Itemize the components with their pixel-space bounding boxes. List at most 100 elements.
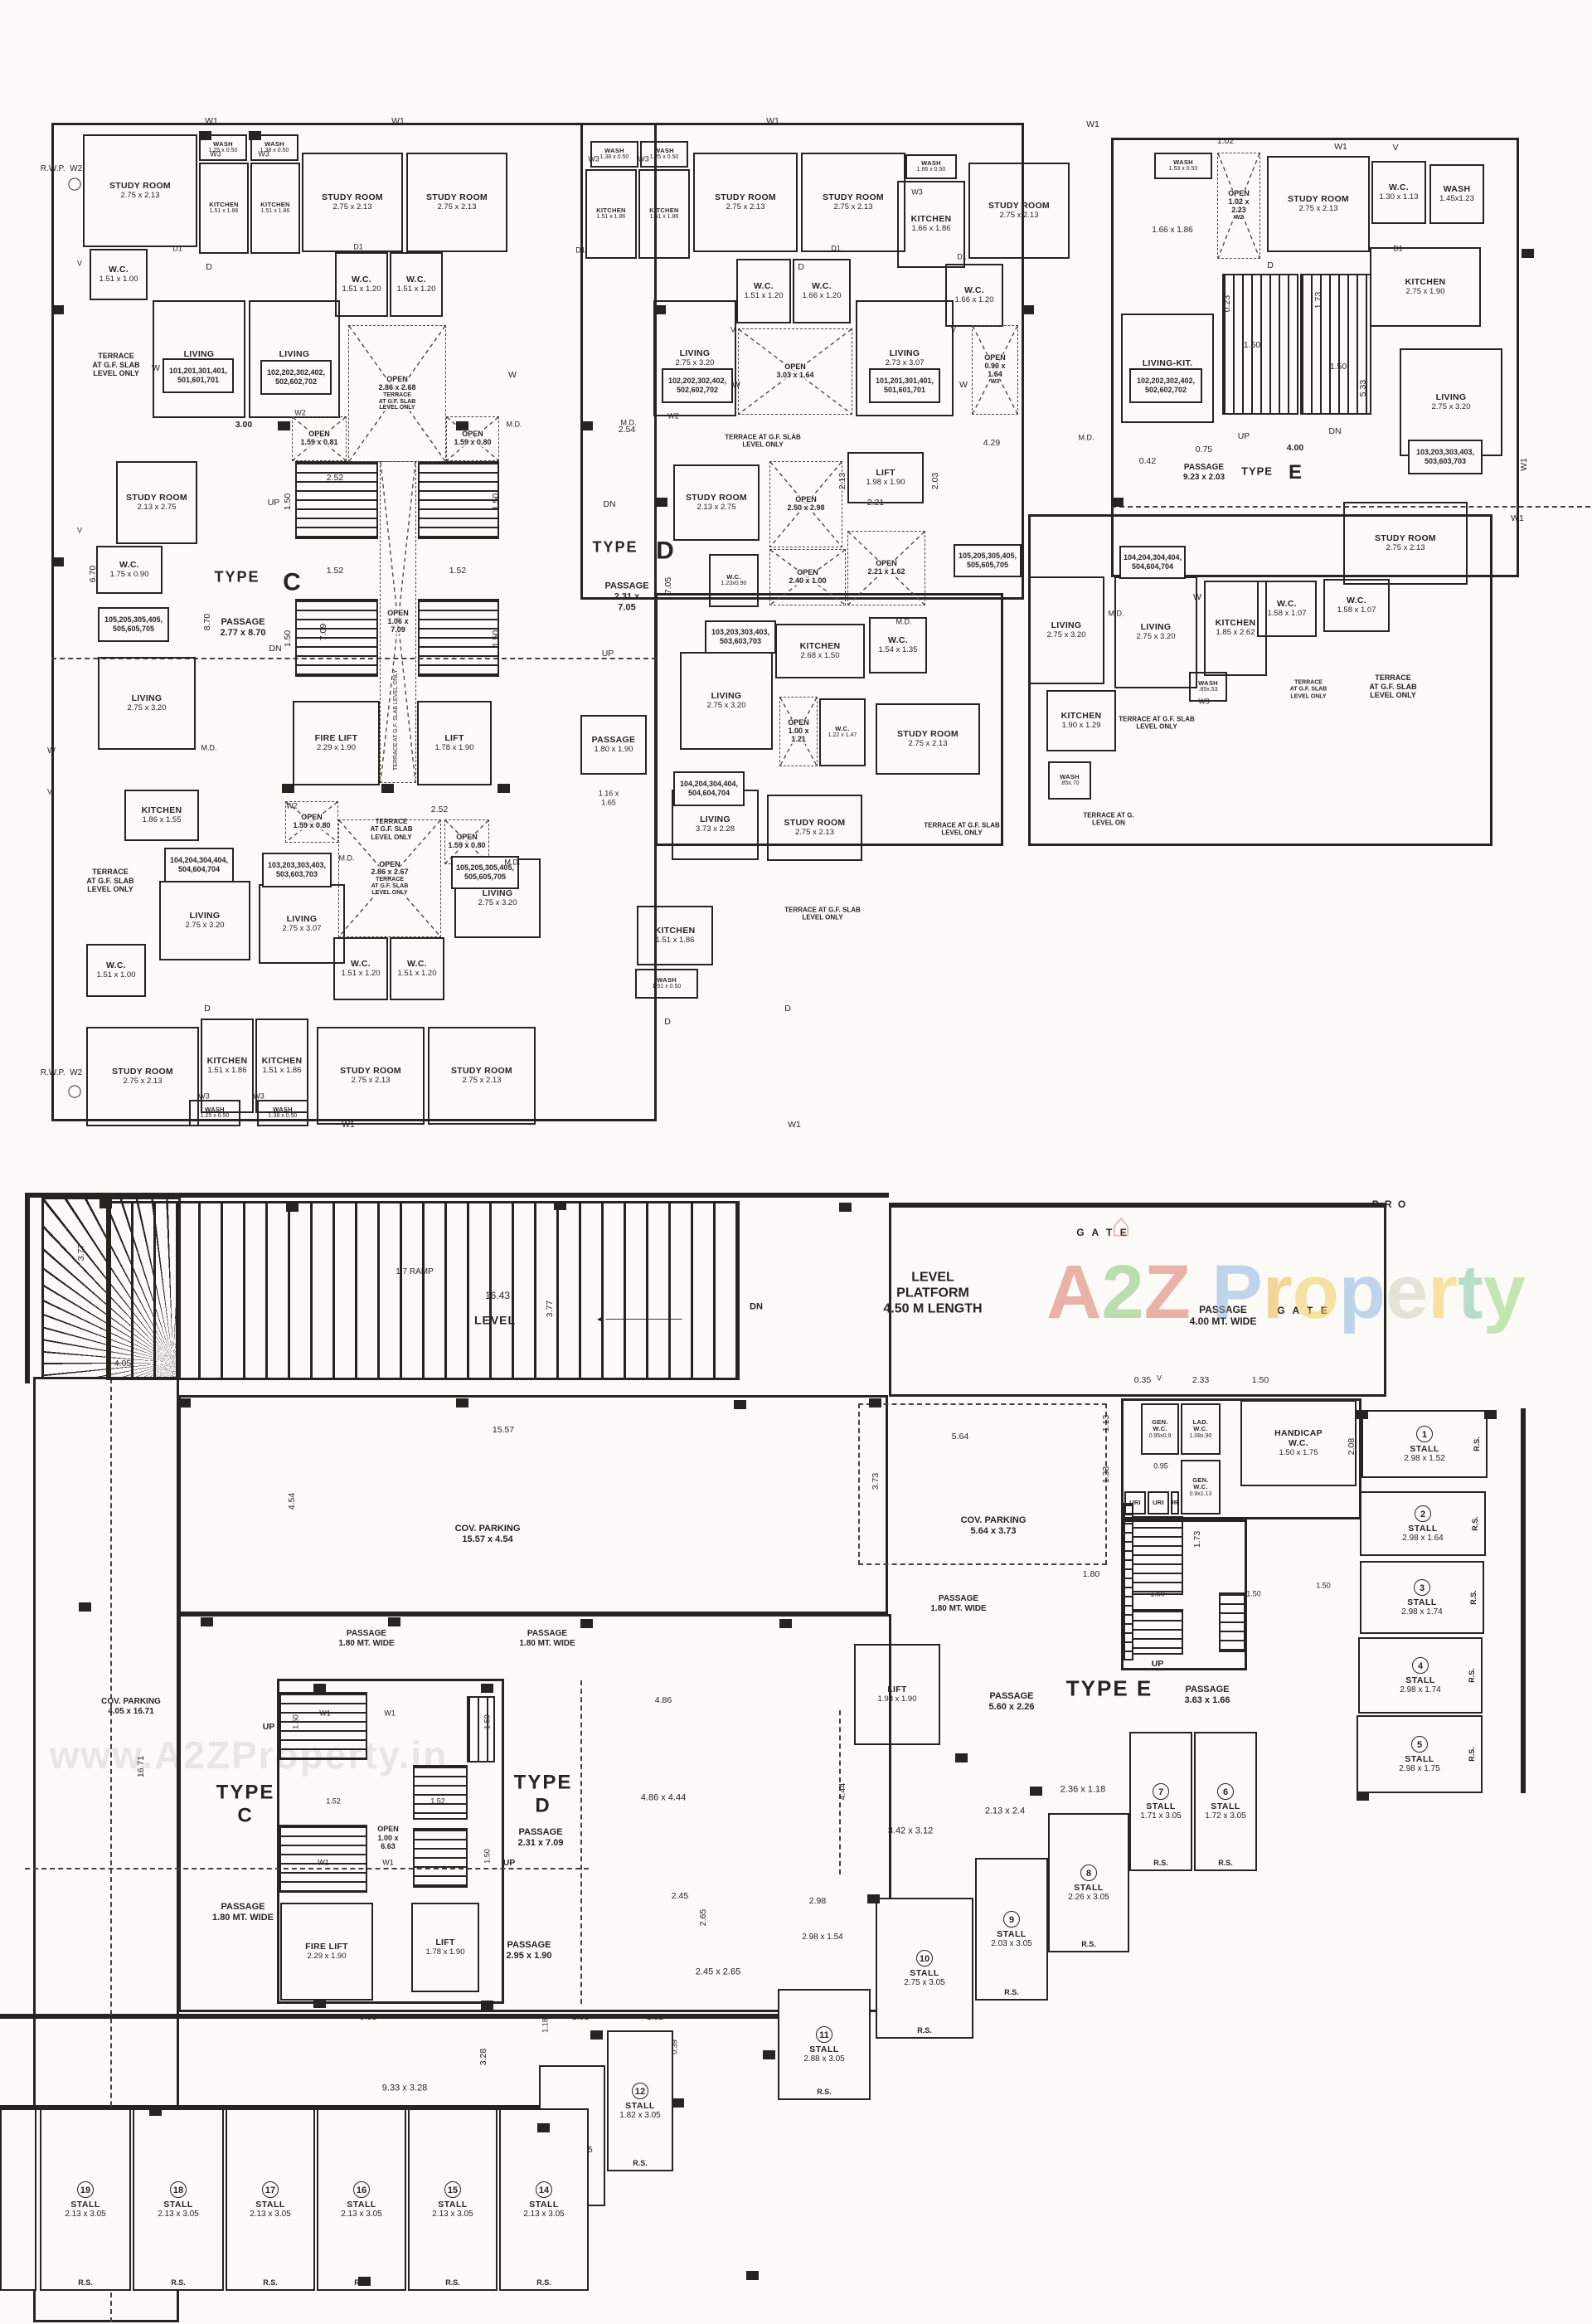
annotation: W3	[638, 154, 649, 163]
stall-number: 6	[1217, 1782, 1234, 1800]
room-name: W.C.	[106, 960, 126, 970]
room-name: STUDY ROOM	[897, 728, 959, 739]
stall-dims: 2.13 x 3.05	[523, 2209, 565, 2219]
stall-number: 11	[816, 2025, 832, 2043]
room-name: GEN. W.C.	[1152, 1417, 1168, 1433]
stall-number: 4	[1412, 1656, 1429, 1674]
annotation: W1	[318, 1858, 329, 1867]
stall-dims: 2.03 x 3.05	[991, 1938, 1032, 1948]
room-dims: 1.51 x 1.20	[342, 284, 381, 294]
lower-wall	[25, 1193, 30, 1383]
annotation: PASSAGE 1.80 MT. WIDE	[519, 1629, 575, 1648]
room-dims: 1.38 x 0.50	[260, 148, 289, 154]
room-dims: 0.9x1.13	[1189, 1490, 1212, 1497]
annotation: W1	[382, 1858, 394, 1867]
room-name: STUDY ROOM	[340, 1065, 401, 1076]
annotation: PASSAGE 3.63 x 1.66	[1184, 1685, 1230, 1705]
watermark-letter: A	[1046, 1250, 1102, 1335]
lower-stairs	[1132, 1516, 1183, 1595]
room-dims: 1.66 x 1.20	[802, 290, 842, 300]
open-line: 2.23	[1231, 206, 1246, 215]
column-blob	[537, 2123, 550, 2132]
room-name: KITCHEN	[206, 1055, 248, 1066]
room-name: FIRE LIFT	[314, 732, 358, 743]
room-dims: 1.85 x 2.62	[1216, 628, 1255, 638]
upper-dashed-line	[1111, 506, 1590, 508]
column-blob	[839, 1203, 852, 1212]
column-blob	[388, 1617, 400, 1626]
open-subline: LEVEL ONLY	[379, 405, 415, 411]
annotation: W	[47, 745, 56, 756]
stall-rs-label: R.S.	[633, 2159, 648, 2167]
room-name: W.C.	[1389, 182, 1409, 192]
stall-dims: 2.13 x 3.05	[250, 2209, 291, 2219]
room-dims: 1.51 x 1.86	[260, 208, 290, 215]
lower-dashed-line	[110, 1378, 112, 2322]
room-name: W.C.	[812, 280, 832, 291]
room: W.C.1.51 x 1.20	[390, 252, 443, 317]
room-dims: 1.25 x 0.50	[649, 154, 679, 161]
stall-dims: 2.13 x 3.05	[65, 2209, 106, 2219]
lower-stairs	[1132, 1609, 1183, 1655]
annotation: D	[204, 1003, 211, 1014]
dimension-label: 1.50	[1150, 1589, 1165, 1598]
annotation: TERRACE AT G.F. SLAB LEVEL ONLY	[1289, 679, 1327, 700]
annotation: D1	[1393, 244, 1403, 253]
annotation: W3	[198, 1092, 210, 1101]
column-blob	[763, 2050, 775, 2059]
room-dims: 1.51 x 1.00	[99, 274, 138, 284]
open-line: OPEN	[456, 833, 478, 842]
annotation: D1	[172, 244, 182, 253]
room: LAD. W.C.1.08x.90	[1181, 1403, 1221, 1455]
room-name: URI	[1153, 1498, 1164, 1506]
room-dims: 1.54 x 1.35	[878, 644, 918, 654]
stall-dims: 1.72 x 3.05	[1205, 1811, 1246, 1821]
room: W.C.1.51 x 1.20	[736, 259, 791, 323]
stall-number: 16	[353, 2181, 370, 2198]
dimension-label: 1.50	[1243, 339, 1261, 350]
room-dims: 2.73 x 3.07	[885, 357, 925, 367]
room-dims: 1.51 x 0.50	[652, 984, 682, 990]
room: W.C.1.75 x 0.90	[96, 546, 163, 594]
column-blob	[149, 2107, 162, 2116]
column-blob	[554, 1201, 566, 1210]
annotation: W1	[391, 115, 405, 126]
annotation: PASSAGE 1.80 MT. WIDE	[930, 1594, 987, 1613]
annotation: W2	[294, 408, 306, 417]
stall-word: STALL	[1211, 1801, 1240, 1811]
annotation: V	[1156, 1373, 1162, 1383]
annotation: R.W.P. W2	[40, 164, 83, 174]
upper-stairs	[295, 461, 378, 539]
annotation: M.D.	[201, 743, 217, 752]
room-name: STUDY ROOM	[426, 192, 488, 202]
room-dims: 2.75 x 3.20	[1136, 632, 1176, 642]
annotation: LEVEL PLATFORM 4.50 M LENGTH	[883, 1270, 983, 1316]
room-dims: 1.98 x 1.90	[866, 477, 905, 487]
dimension-label: 3.73	[870, 1472, 881, 1490]
column-blob	[580, 1619, 593, 1628]
annotation: PASSAGE 2.77 x 8.70	[220, 617, 266, 638]
annotation: W1	[342, 1119, 355, 1130]
open-line: 1.64	[988, 370, 1002, 379]
column-blob	[100, 1199, 112, 1208]
room-name: W.C.	[835, 724, 850, 732]
room-dims: 2.29 x 1.90	[307, 1951, 347, 1961]
annotation: UP	[502, 1857, 516, 1868]
stall-number: 19	[77, 2181, 94, 2198]
annotation: D	[664, 1016, 671, 1027]
open-line: 1.00 x	[788, 727, 809, 736]
room-dims: 2.75 x 2.13	[794, 827, 834, 837]
room-name: LIFT	[444, 732, 464, 743]
unit-numbers-box: 104,204,304,404, 504,604,704	[1119, 546, 1186, 579]
